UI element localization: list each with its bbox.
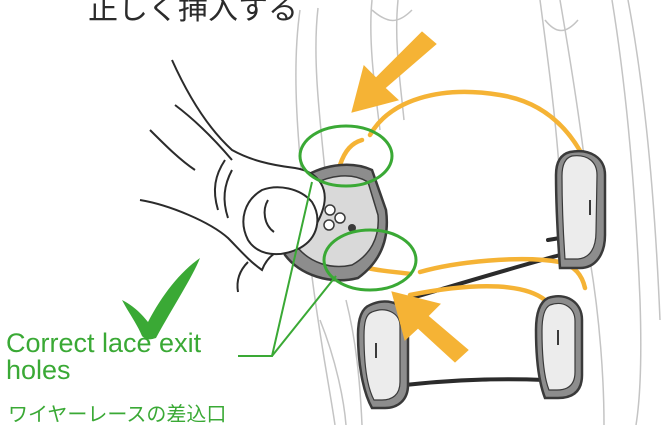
label-japanese: ワイヤーレースの差込口: [8, 402, 227, 426]
lace-guide-icon: [356, 300, 410, 410]
label-line-2: holes: [6, 355, 71, 385]
yellow-laces: [337, 89, 588, 303]
highlight-circle-upper: [298, 124, 394, 188]
arrow-icon: [351, 31, 437, 113]
checkmark-icon: [122, 258, 200, 340]
caption-top: 正しく挿入する: [88, 0, 298, 27]
label-correct-lace-exit: Correct lace exit holes: [6, 330, 201, 384]
leader-lines: [238, 181, 337, 357]
lace-guide-icon: [534, 295, 584, 400]
boot-outline: [295, 0, 661, 425]
lace-guide-icon: [554, 149, 607, 270]
arrow-icon: [391, 291, 469, 363]
label-line-1: Correct lace exit: [6, 328, 202, 358]
highlight-circle-lower: [322, 228, 418, 292]
